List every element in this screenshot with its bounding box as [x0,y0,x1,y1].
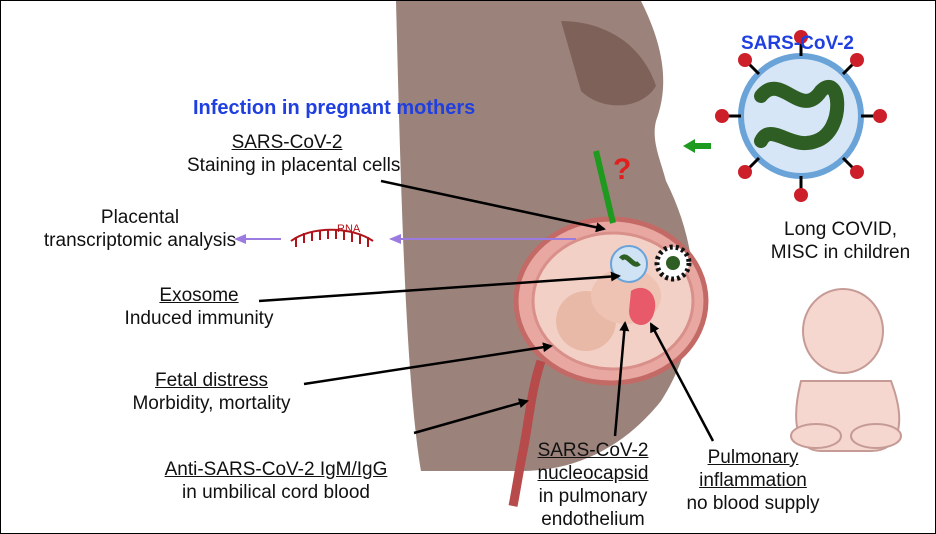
nucleocapsid-label: SARS-CoV-2 nucleocapsid in pulmonary end… [523,439,663,531]
virus-title: SARS-CoV-2 [741,33,854,55]
baby [791,289,901,451]
nucleocapsid-title2: nucleocapsid [523,462,663,485]
exosome-title: Exosome [119,284,279,307]
pulmonary-text: no blood supply [673,492,833,515]
pulmonary-title1: Pulmonary [673,446,833,469]
antibody-title: Anti-SARS-CoV-2 IgM/IgG [151,458,401,481]
staining-title: SARS-CoV-2 [187,131,387,154]
rna-label: RNA [337,223,360,235]
long-covid-label: Long COVID, MISC in children [753,218,928,264]
antibody-text: in umbilical cord blood [151,481,401,504]
pulmonary-label: Pulmonary inflammation no blood supply [673,446,833,515]
exosome-label: Exosome Induced immunity [119,284,279,330]
staining-text: Staining in placental cells [187,154,387,177]
long-covid-line2: MISC in children [753,241,928,264]
page-title: Infection in pregnant mothers [193,97,475,120]
transcriptomic-line1: Placental [25,206,255,229]
transcriptomic-line2: transcriptomic analysis [25,229,255,252]
antibody-label: Anti-SARS-CoV-2 IgM/IgG in umbilical cor… [151,458,401,504]
rna-strand [291,229,373,247]
question-mark: ? [613,153,631,187]
nucleocapsid-text2: endothelium [523,508,663,531]
virus-icon [715,30,887,202]
fetal-text: Morbidity, mortality [119,392,304,415]
transcriptomic-label: Placental transcriptomic analysis [25,206,255,252]
nucleocapsid-text1: in pulmonary [523,485,663,508]
staining-label: SARS-CoV-2 Staining in placental cells [187,131,387,177]
long-covid-line1: Long COVID, [753,218,928,241]
pulmonary-title2: inflammation [673,469,833,492]
fetal-title: Fetal distress [119,369,304,392]
nucleocapsid-title1: SARS-CoV-2 [523,439,663,462]
fetal-label: Fetal distress Morbidity, mortality [119,369,304,415]
exosome-text: Induced immunity [119,307,279,330]
